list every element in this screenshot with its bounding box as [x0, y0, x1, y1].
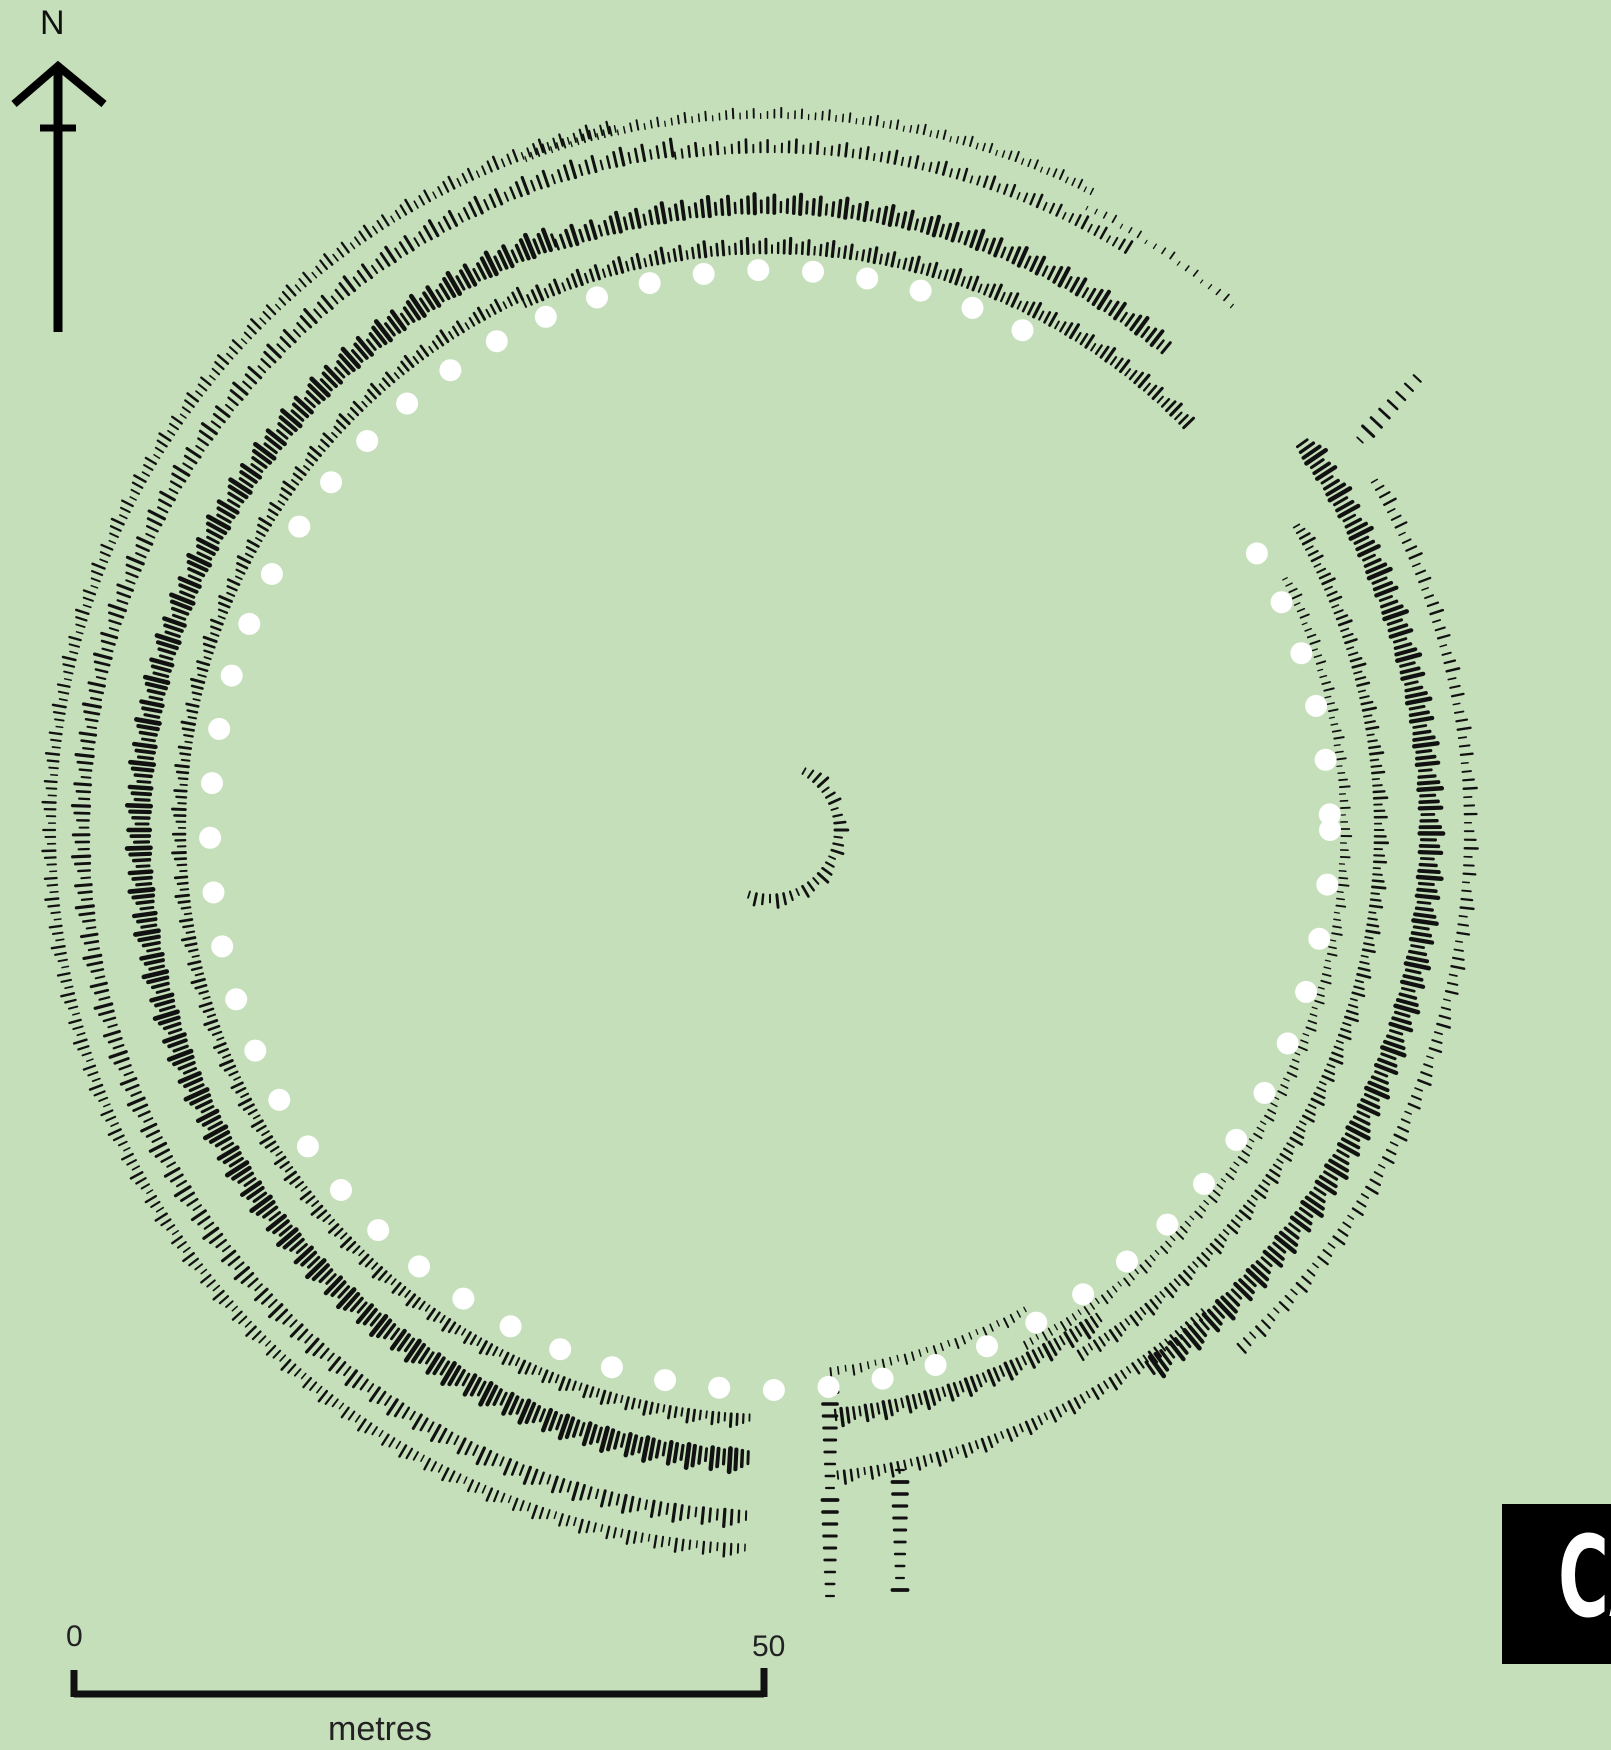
- north-arrow-icon: [11, 60, 107, 332]
- inner-ditch-north: [521, 236, 1195, 430]
- post-hole: [1156, 1213, 1179, 1236]
- post-hole: [1318, 803, 1341, 826]
- post-hole: [485, 330, 508, 353]
- post-hole: [909, 279, 932, 302]
- caption-text: CA: [1558, 1513, 1611, 1643]
- south-east-terminal: [890, 1468, 910, 1592]
- post-hole: [202, 881, 225, 904]
- post-hole: [1011, 319, 1034, 342]
- post-hole: [439, 359, 462, 382]
- post-hole: [638, 272, 661, 295]
- inner-ditch-west: [171, 286, 751, 1428]
- post-hole: [1116, 1250, 1138, 1273]
- scale-start-label: 0: [66, 1620, 83, 1653]
- north-terminal: [747, 767, 850, 909]
- inner-bank-west: [124, 227, 750, 1475]
- post-hole: [802, 260, 824, 283]
- post-hole: [961, 296, 984, 319]
- post-hole: [244, 1039, 267, 1062]
- post-hole: [871, 1367, 894, 1390]
- post-hole: [600, 1356, 623, 1379]
- post-hole: [856, 267, 879, 290]
- east-bank-middle: [1144, 438, 1446, 1379]
- post-hole: [976, 1335, 998, 1358]
- post-hole: [1072, 1283, 1095, 1306]
- post-hole: [367, 1219, 390, 1242]
- post-hole: [320, 471, 343, 494]
- post-hole: [452, 1287, 475, 1310]
- scale-unit-label: metres: [328, 1710, 432, 1748]
- post-hole: [199, 826, 222, 849]
- post-hole: [296, 1135, 319, 1158]
- post-hole: [1276, 1032, 1299, 1055]
- post-hole: [396, 392, 419, 415]
- post-hole: [924, 1354, 947, 1376]
- post-hole: [1305, 694, 1328, 717]
- post-hole: [747, 259, 770, 282]
- post-hole: [208, 717, 231, 740]
- post-hole: [238, 612, 261, 635]
- post-hole: [1025, 1311, 1048, 1334]
- east-bank-outer: [1236, 478, 1479, 1354]
- post-hole: [201, 772, 223, 795]
- post-hole: [1314, 748, 1337, 771]
- south-west-terminal: [820, 1378, 840, 1598]
- post-hole: [708, 1376, 731, 1399]
- south-bank-east-outer: [836, 1308, 1207, 1485]
- east-bank-inner: [1076, 523, 1390, 1362]
- post-hole: [220, 664, 243, 687]
- post-hole: [408, 1255, 431, 1278]
- post-hole: [211, 935, 234, 958]
- post-hole: [499, 1315, 522, 1338]
- post-hole: [1316, 873, 1339, 896]
- scale-bar: [70, 1668, 768, 1698]
- post-hole: [762, 1379, 785, 1401]
- south-bank-east-inner: [833, 1312, 1103, 1428]
- post-hole: [268, 1088, 291, 1111]
- post-hole: [356, 430, 379, 452]
- post-hole: [1253, 1081, 1276, 1104]
- scale-end-label: 50: [752, 1630, 786, 1663]
- post-hole: [1290, 642, 1313, 665]
- post-hole: [654, 1369, 677, 1392]
- post-hole: [225, 988, 248, 1011]
- inner-bank-north: [553, 192, 1172, 355]
- post-hole: [330, 1179, 352, 1201]
- post-hole: [260, 563, 283, 585]
- post-hole: [549, 1338, 572, 1361]
- post-hole: [692, 262, 715, 285]
- post-hole: [1295, 980, 1318, 1003]
- post-hole: [1319, 819, 1341, 841]
- middle-bank-west: [70, 137, 748, 1529]
- post-hole: [817, 1375, 840, 1398]
- post-hole-ring: [199, 259, 1341, 1401]
- north-label: N: [40, 4, 65, 42]
- east-terminal: [1356, 374, 1422, 444]
- middle-bank-north: [673, 138, 1134, 254]
- outer-bank-north-tip: [1085, 205, 1235, 309]
- outer-bank-west: [41, 120, 746, 1558]
- post-hole: [1193, 1172, 1215, 1195]
- outer-bank-north: [524, 106, 1095, 196]
- post-hole: [586, 286, 608, 309]
- post-hole: [1245, 542, 1268, 565]
- east-bank-inner-2: [1023, 577, 1353, 1350]
- post-hole: [534, 305, 557, 328]
- caption-box: CA: [1502, 1504, 1611, 1664]
- post-hole: [1225, 1128, 1248, 1151]
- post-hole: [288, 515, 311, 538]
- earthwork-plan: [41, 106, 1479, 1598]
- post-hole: [1308, 927, 1331, 950]
- south-bank-east-inner-2: [829, 1306, 1027, 1378]
- post-hole: [1270, 591, 1293, 614]
